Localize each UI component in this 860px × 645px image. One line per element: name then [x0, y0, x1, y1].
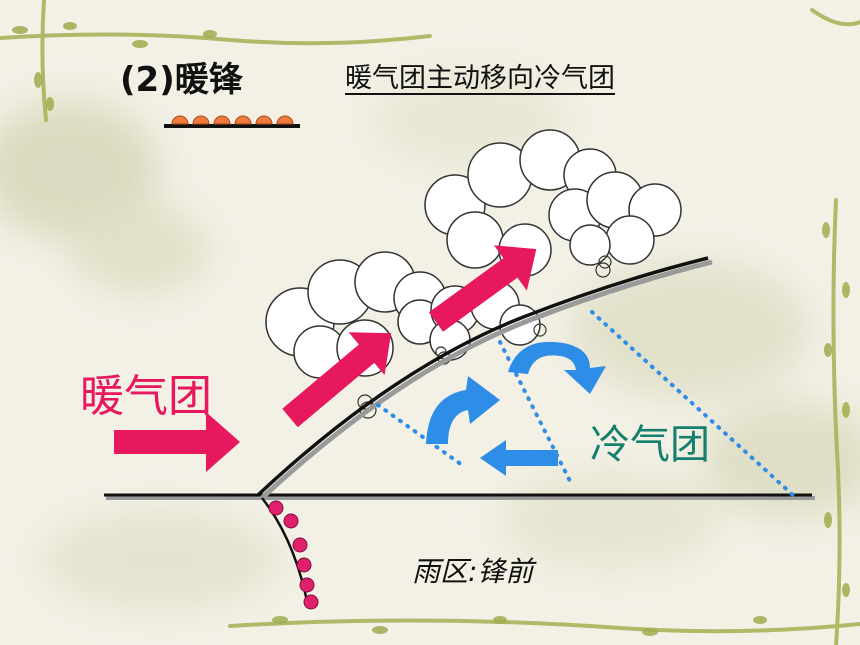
warm-air-mass-label: 暖气团 — [80, 371, 212, 422]
page-subtitle: 暖气团主动移向冷气团 — [345, 63, 615, 94]
rain-front-symbol-icon — [261, 497, 319, 610]
page-title: (2)暖锋 — [120, 60, 243, 100]
rain-zone-label: 雨区:锋前 — [412, 555, 534, 588]
frontal-surface-line — [256, 256, 713, 500]
arrow-right-icon — [114, 245, 537, 472]
warm-front-symbol-icon — [164, 115, 300, 128]
curved-arrow-icon — [426, 341, 606, 476]
ground-line — [104, 493, 815, 500]
cold-air-mass-label: 冷气团 — [590, 422, 710, 468]
